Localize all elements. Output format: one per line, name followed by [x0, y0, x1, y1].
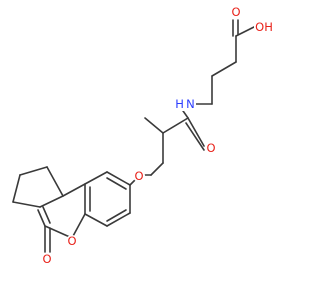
ring-oxygen: O	[66, 234, 78, 248]
bond	[46, 166, 64, 197]
bond	[12, 174, 21, 203]
bond	[71, 213, 86, 239]
atom-label: O	[231, 5, 240, 19]
bond	[84, 213, 108, 227]
bond	[106, 171, 131, 186]
acid-hydroxyl: OH	[254, 20, 274, 34]
bond	[129, 179, 136, 186]
bond	[211, 61, 237, 77]
bond	[39, 195, 64, 208]
bond	[42, 206, 51, 224]
bond	[62, 183, 86, 197]
amide-oxygen: O	[205, 141, 217, 155]
atom-labels: O OH H N O O O O	[41, 5, 274, 266]
atom-label: O	[134, 169, 143, 183]
atom-label: H N	[175, 97, 195, 111]
bond	[187, 117, 205, 147]
lactone-carbonyl-oxygen: O	[41, 252, 53, 266]
bond	[84, 171, 108, 185]
bond	[37, 209, 46, 227]
bond	[162, 117, 189, 134]
bond	[19, 166, 48, 176]
atom-label: O	[42, 252, 51, 266]
atom-label: O	[206, 141, 215, 155]
ether-oxygen: O	[133, 169, 145, 183]
bonds	[12, 19, 255, 253]
structure-diagram: O OH H N O O O O	[12, 5, 274, 266]
bond	[12, 201, 41, 208]
acid-carbonyl-oxygen: O	[230, 5, 242, 19]
bond	[106, 212, 131, 227]
atom-label: O	[67, 234, 76, 248]
molecule-drawing: O OH H N O O O O	[12, 5, 274, 266]
bond	[106, 209, 127, 222]
bond	[185, 122, 205, 151]
amide-nitrogen: H N	[174, 96, 196, 111]
atom-label: OH	[255, 20, 273, 34]
bond	[150, 162, 164, 176]
bond	[106, 177, 127, 190]
bond	[235, 26, 255, 37]
bond	[144, 117, 164, 134]
